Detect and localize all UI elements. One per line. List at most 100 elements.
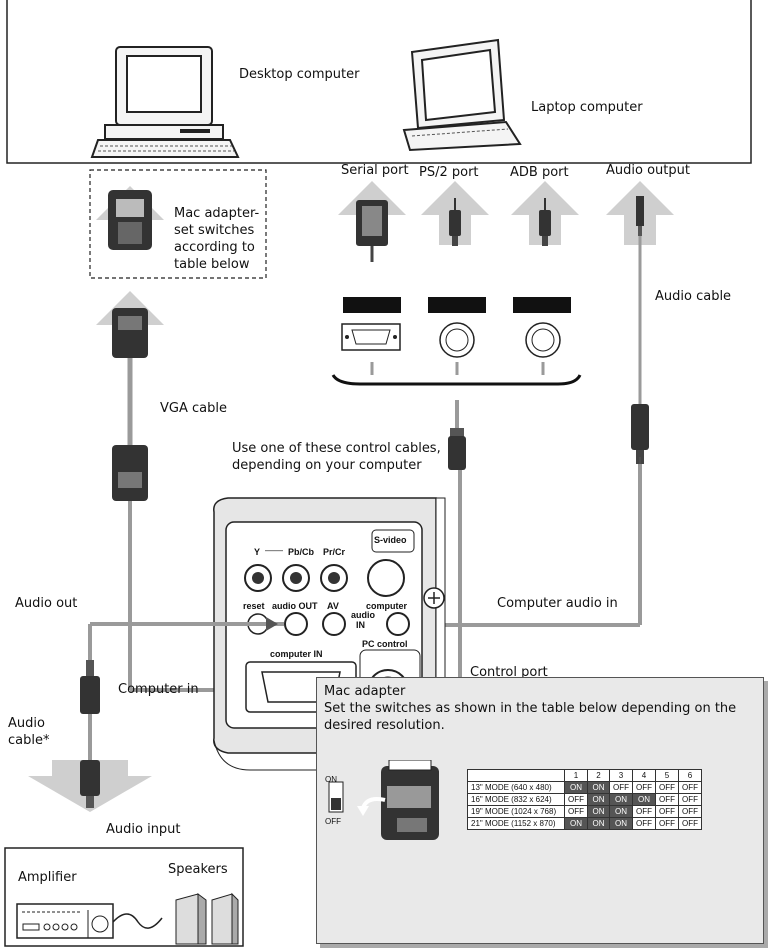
adb-connector-icon (525, 322, 561, 358)
mac-box-description: Set the switches as shown in the table b… (324, 701, 737, 733)
switch-cell: OFF (632, 817, 656, 830)
speakers-label: Speakers (168, 862, 228, 877)
mac-adapter-icon (96, 186, 164, 250)
mode-cell: 21" MODE (1152 x 870) (467, 817, 565, 830)
switch-cell: ON (587, 781, 610, 794)
mode-cell: 13" MODE (640 x 480) (467, 781, 565, 794)
control-port-label: Control port (470, 665, 548, 680)
amplifier-icon (16, 903, 114, 939)
vga-cable-label: VGA cable (160, 401, 227, 416)
panel-audio-in-label-2: IN (356, 620, 365, 630)
panel-audio-in-label-1: audio (351, 610, 375, 620)
switch-cell: OFF (609, 781, 633, 794)
audio-out-plug-icon (80, 660, 100, 714)
mac-box-title: Mac adapter (324, 684, 406, 699)
audio-input-label: Audio input (106, 822, 181, 837)
adb-port-label: ADB port (510, 165, 569, 180)
audio-cable-star-label: Audio cable* (8, 716, 50, 748)
serial-port-label: Serial port (341, 163, 409, 178)
audio-cable-label: Audio cable (655, 289, 732, 304)
av-audio-jack-icon (322, 612, 346, 636)
adb-port-arrow-icon (511, 181, 579, 246)
audio-out-label: Audio out (15, 596, 78, 611)
column-header: 2 (587, 769, 610, 782)
switch-cell: OFF (655, 781, 679, 794)
table-corner-cell (467, 769, 565, 782)
desktop-computer-icon (90, 46, 240, 158)
laptop-computer-label: Laptop computer (531, 100, 643, 115)
audio-output-label: Audio output (606, 163, 690, 178)
mac-adapter-switch-illustration (328, 760, 439, 840)
switch-cell: ON (609, 793, 633, 806)
vga-plug-top-icon (96, 291, 164, 358)
switch-cell: ON (564, 817, 588, 830)
mode-cell: 16" MODE (832 x 624) (467, 793, 565, 806)
panel-reset-label: reset (243, 601, 265, 611)
amplifier-label: Amplifier (18, 870, 77, 885)
mac-adapter-note: Mac adapter-set switches according to ta… (174, 206, 260, 272)
switch-cell: OFF (678, 805, 702, 818)
audio-cable-plug-icon (631, 404, 649, 464)
control-cable-plug-icon (448, 428, 466, 470)
switch-cell: OFF (678, 817, 702, 830)
control-connectors (331, 297, 582, 386)
switch-cell: ON (587, 817, 610, 830)
switch-off-label: OFF (325, 817, 341, 826)
switch-cell: OFF (564, 793, 588, 806)
ps2-port-arrow-icon (421, 181, 489, 246)
switch-cell: ON (587, 805, 610, 818)
panel-av-label: AV (327, 601, 339, 611)
serial-port-arrow-icon (338, 181, 406, 262)
switch-cell: OFF (655, 793, 679, 806)
panel-y-label: Y (254, 547, 261, 557)
mac-adapter-switch-panel: Mac adapter Set the switches as shown in… (316, 677, 764, 944)
panel-pc-control-label: PC control (362, 639, 408, 649)
panel-pbcb-label: Pb/Cb (288, 547, 314, 557)
computer-in-label: Computer in (118, 682, 199, 697)
switch-cell: OFF (655, 805, 679, 818)
switch-cell: OFF (632, 805, 656, 818)
serial-connector-icon (341, 323, 401, 351)
speakers-icon (175, 892, 239, 945)
panel-computer-label: computer (366, 601, 408, 611)
panel-computer-in-label: computer IN (270, 649, 323, 659)
computer-audio-in-jack-icon (386, 612, 410, 636)
switch-cell: OFF (678, 793, 702, 806)
panel-audio-out-label: audio OUT (272, 601, 318, 611)
switch-cell: OFF (564, 805, 588, 818)
mode-cell: 19" MODE (1024 x 768) (467, 805, 565, 818)
desktop-computer-label: Desktop computer (239, 67, 360, 82)
audio-output-arrow-icon (606, 181, 674, 245)
column-header: 3 (609, 769, 633, 782)
switch-on-label: ON (325, 775, 337, 784)
computer-audio-in-label: Computer audio in (497, 596, 618, 611)
ps2-connector-icon (439, 322, 475, 358)
panel-svideo-label: S-video (374, 535, 407, 545)
switch-cell: ON (609, 817, 633, 830)
column-header: 5 (655, 769, 679, 782)
column-header: 4 (632, 769, 656, 782)
component-jacks (244, 559, 405, 597)
switch-cell: ON (632, 793, 656, 806)
switch-cell: OFF (678, 781, 702, 794)
audio-input-arrow-icon (28, 760, 152, 812)
ps2-port-label: PS/2 port (419, 165, 479, 180)
switch-cell: ON (564, 781, 588, 794)
switch-cell: OFF (632, 781, 656, 794)
switch-cell: ON (587, 793, 610, 806)
panel-prcr-label: Pr/Cr (323, 547, 346, 557)
audio-out-jack-icon (284, 612, 308, 636)
column-header: 1 (564, 769, 588, 782)
laptop-computer-icon (402, 38, 522, 152)
switch-cell: ON (609, 805, 633, 818)
column-header: 6 (678, 769, 702, 782)
vga-plug-bottom-icon (112, 445, 148, 501)
control-cables-note: Use one of these control cables, dependi… (232, 441, 441, 473)
